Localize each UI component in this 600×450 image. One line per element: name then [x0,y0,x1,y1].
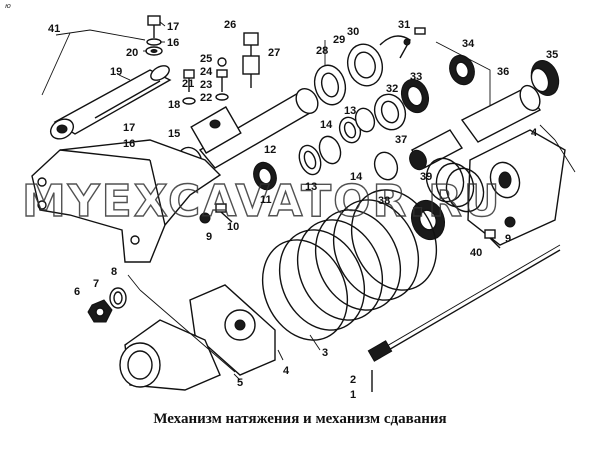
part-21-bolt [182,69,196,105]
label-26: 26 [224,19,236,31]
part-19-cylinder [41,29,172,140]
label-33: 33 [410,71,422,83]
part-2-rod [367,244,561,362]
label-29: 29 [333,34,345,46]
label-27: 27 [268,47,280,59]
part-9-10-bolts [199,203,516,249]
label-10: 10 [227,221,239,233]
label-32: 32 [386,83,398,95]
corner-mark: ю [5,2,11,10]
part-4-plate-top [467,129,566,246]
label-36: 36 [497,66,509,78]
part-37-spring-guide [373,129,464,181]
label-35: 35 [546,49,558,61]
label-1: 1 [350,389,356,401]
label-13-top: 13 [344,105,356,117]
label-34: 34 [462,38,475,50]
label-9-left: 9 [206,231,212,243]
label-39: 39 [420,171,432,183]
part-36-piston [460,84,542,143]
label-4-bottom: 4 [283,365,290,377]
label-7: 7 [93,278,99,290]
part-35-cap [530,60,560,96]
label-30: 30 [347,26,359,38]
label-14-mid: 14 [350,171,363,183]
label-8: 8 [111,266,117,278]
label-17-lower: 17 [123,122,135,134]
part-6-nut [87,299,113,323]
label-41: 41 [48,23,60,35]
part-7-washer [109,287,127,309]
part-labels: 41 17 16 20 19 18 21 24 23 22 25 26 27 2… [48,19,558,401]
part-5-housing [119,319,221,391]
label-24: 24 [200,66,213,78]
label-20: 20 [126,47,138,59]
label-4-top: 4 [531,127,538,139]
label-11: 11 [260,194,272,206]
label-22: 22 [200,92,212,104]
parts-22-25-stack [215,57,229,101]
parts-28-29-rings [313,27,426,106]
part-26-27-fitting [242,32,260,88]
label-13-mid: 13 [305,181,317,193]
label-15: 15 [168,128,180,140]
label-23: 23 [200,79,212,91]
parts-13-14-rings [298,107,376,176]
label-3: 3 [322,347,328,359]
leader-lines [118,21,576,381]
label-40: 40 [470,247,482,259]
label-9-right: 9 [505,233,511,245]
watermark: MYEXCAVATOR.RU [22,176,502,227]
label-19: 19 [110,66,122,78]
part-12-bearing [253,161,277,191]
label-17: 17 [167,21,179,33]
part-8-bracket [31,139,222,263]
part-39-inner-spring [425,157,485,213]
label-37: 37 [395,134,407,146]
label-16: 16 [167,37,179,49]
label-38: 38 [378,195,390,207]
label-5: 5 [237,377,243,389]
part-3-main-spring [261,189,438,341]
label-12: 12 [264,144,276,156]
label-21: 21 [182,78,194,90]
label-14-top: 14 [320,119,333,131]
diagram-caption: Механизм натяжения и механизм сдавания [153,411,447,427]
parts-32-34-seals [373,41,491,131]
label-28: 28 [316,45,328,57]
part-17-bolt-top [145,15,163,56]
label-25: 25 [200,53,212,65]
label-16-lower: 16 [123,138,135,150]
label-2: 2 [350,374,356,386]
label-31: 31 [398,19,410,31]
label-18: 18 [168,99,180,111]
label-6: 6 [74,286,80,298]
